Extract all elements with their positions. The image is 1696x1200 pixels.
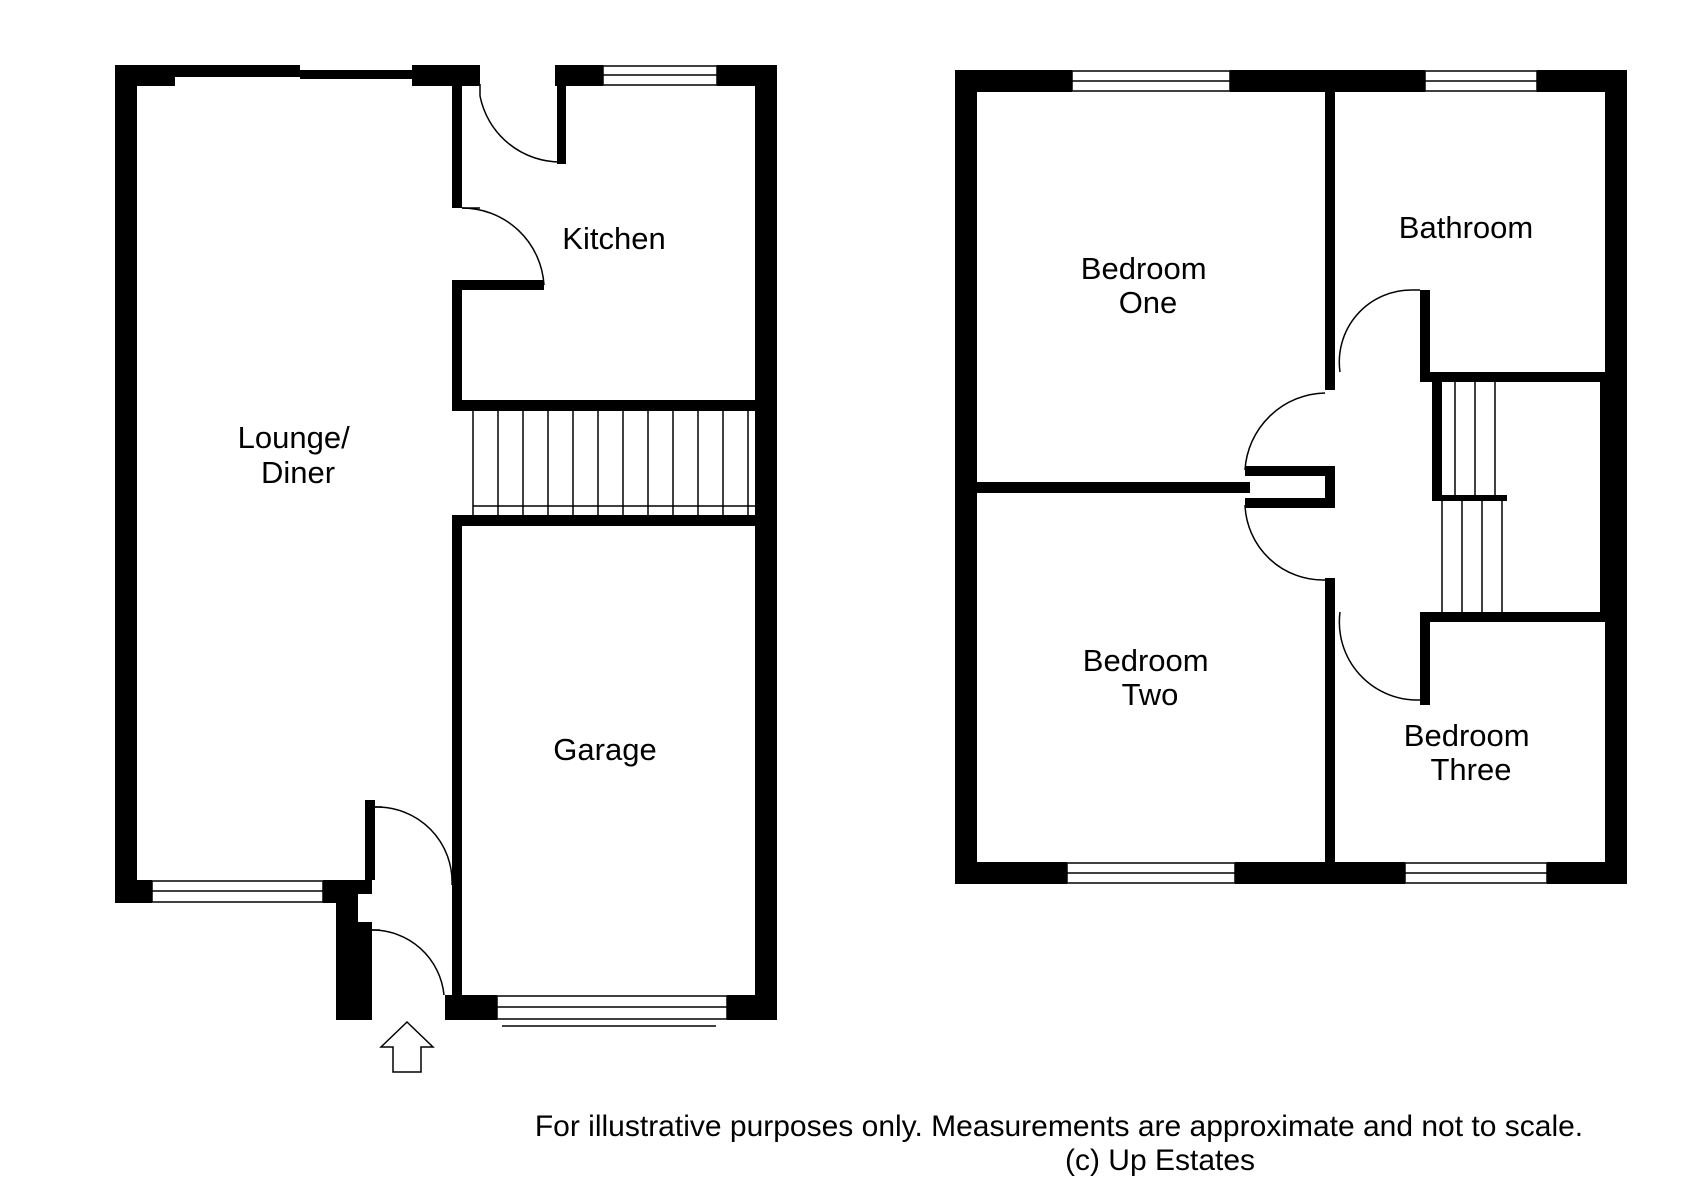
room-label-lounge-diner: Lounge/ Diner	[238, 420, 359, 490]
ground-floor-walls	[115, 65, 777, 1020]
ground-floor-doors	[371, 84, 563, 996]
entrance-arrow-icon	[379, 1020, 435, 1073]
footer: For illustrative purposes only. Measurem…	[535, 1110, 1583, 1177]
ground-floor-windows	[151, 65, 728, 1027]
ground-floor-stairs	[472, 411, 757, 515]
first-floor-walls	[955, 70, 1627, 884]
first-floor-plan: Bedroom One Bathroom Bedroom Two Bedroom…	[955, 70, 1627, 884]
disclaimer-text: For illustrative purposes only. Measurem…	[535, 1110, 1583, 1143]
room-label-bathroom: Bathroom	[1399, 210, 1533, 245]
room-label-kitchen: Kitchen	[562, 221, 665, 256]
room-label-garage: Garage	[553, 732, 656, 767]
first-floor-stairs	[1441, 382, 1503, 612]
copyright-text: (c) Up Estates	[1065, 1144, 1255, 1177]
first-floor-doors	[1244, 289, 1421, 701]
room-label-bedroom-two: Bedroom Two	[1083, 643, 1217, 712]
first-floor-windows	[1066, 70, 1548, 884]
room-label-bedroom-one: Bedroom One	[1081, 251, 1215, 320]
room-label-bedroom-three: Bedroom Three	[1404, 718, 1538, 787]
ground-floor-plan: Lounge/ Diner Kitchen Garage	[115, 65, 777, 1073]
